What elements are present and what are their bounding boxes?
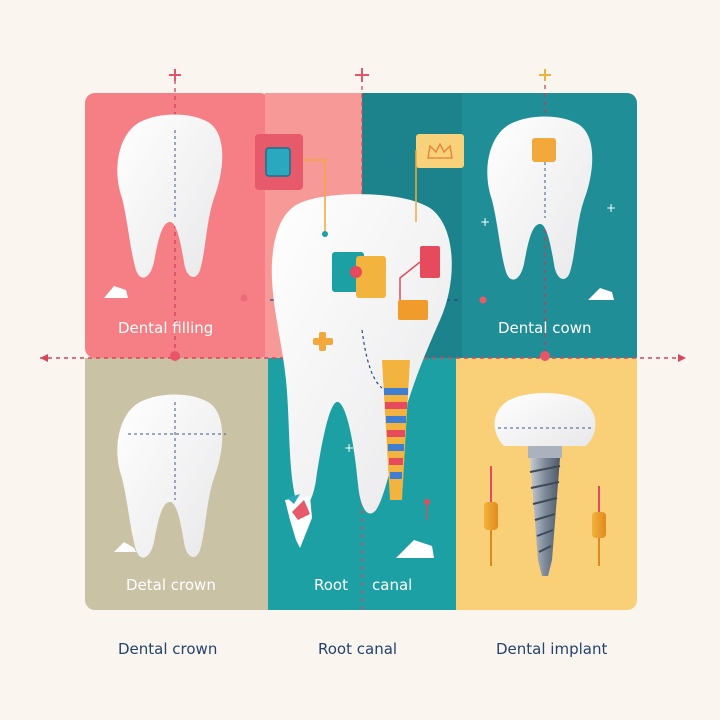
debris-icon (114, 542, 136, 552)
connector-line (303, 159, 326, 232)
plus-icon (355, 68, 369, 82)
filling-yellow (356, 256, 386, 298)
label-dental-filling: Dental filling (118, 319, 214, 337)
bottom-label-dental-crown: Dental crown (118, 640, 218, 658)
crown-flag-icon (416, 134, 464, 168)
label-root: Root (314, 576, 348, 594)
filling-red (420, 246, 440, 278)
sparkle-icon: + (344, 441, 354, 455)
arrow-left-icon (40, 354, 48, 362)
filling-dot (350, 266, 362, 278)
tooth-icon (117, 114, 223, 278)
debris-icon (396, 540, 434, 558)
connector-line (399, 261, 421, 300)
tooth-icon (487, 116, 593, 280)
arrow-right-icon (678, 354, 686, 362)
debris-icon (588, 288, 614, 300)
post-band (385, 402, 407, 409)
implant-abutment (528, 446, 562, 458)
guide-dot (479, 296, 487, 304)
guide-dot (240, 294, 248, 302)
plus-icon (313, 332, 333, 351)
plus-icon (539, 69, 551, 81)
post-band (389, 458, 403, 465)
guide-dot (540, 351, 550, 361)
canal-path (361, 329, 383, 389)
label-dental-cown: Dental cown (498, 319, 592, 337)
guide-dot (322, 231, 328, 237)
tooth-chip (292, 500, 310, 520)
crown-icon (427, 142, 453, 159)
filling-orange (398, 300, 428, 320)
sparkle-icon: + (480, 215, 490, 229)
post-band (384, 388, 408, 395)
bottom-label-dental-implant: Dental implant (496, 640, 608, 658)
center-tooth-icon (271, 194, 452, 514)
implant-pin-icon (484, 466, 498, 566)
post-band (390, 472, 402, 479)
plus-icon (169, 69, 181, 81)
post-band (386, 416, 406, 423)
label-detal-crown: Detal crown (126, 576, 216, 594)
sparkle-icon: + (606, 201, 616, 215)
implant-pin-icon (592, 486, 606, 566)
implant-crown-icon (494, 393, 596, 446)
tooth-chip (287, 494, 300, 504)
bottom-label-root-canal: Root canal (318, 640, 398, 658)
debris-icon (104, 286, 128, 298)
filling-square (532, 138, 556, 162)
guide-dot (170, 351, 180, 361)
floating-square-icon-inner (265, 147, 291, 177)
label-canal: canal (372, 576, 413, 594)
post-band (387, 430, 405, 437)
tooth-icon (117, 394, 223, 558)
screw-threads (529, 465, 561, 553)
post-band (388, 444, 404, 451)
